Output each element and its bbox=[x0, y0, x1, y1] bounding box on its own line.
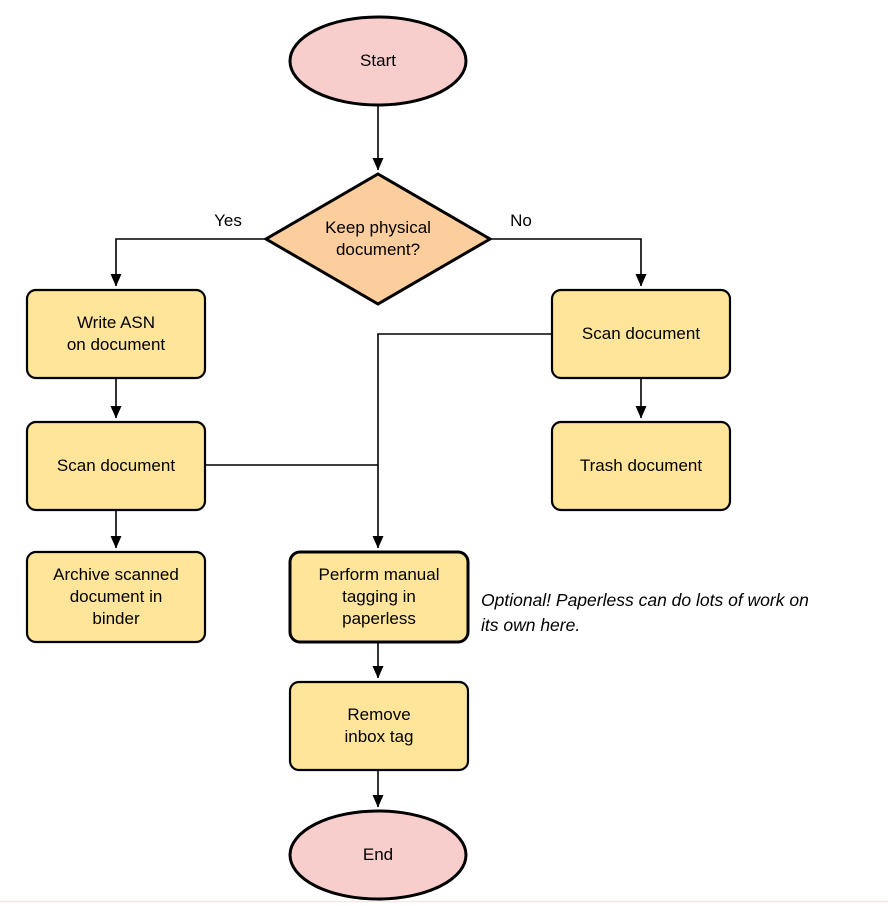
edge-yes-branch bbox=[110, 238, 266, 287]
no-edge-label: No bbox=[510, 211, 532, 230]
end-node-shape bbox=[288, 809, 468, 901]
decision-node-shape bbox=[263, 172, 493, 306]
archive-node-shape bbox=[25, 550, 207, 644]
scan-left-node-shape bbox=[25, 420, 207, 512]
edge-no-branch bbox=[490, 238, 647, 287]
remove-inbox-node-shape bbox=[288, 680, 470, 772]
write-asn-node-shape bbox=[25, 288, 207, 380]
optional-note: Optional! Paperless can do lots of work … bbox=[481, 590, 809, 635]
yes-edge-label: Yes bbox=[214, 211, 242, 230]
start-node-shape bbox=[288, 15, 468, 107]
trash-node-shape bbox=[550, 420, 732, 512]
edge-scanright-to-tagging bbox=[372, 333, 552, 549]
tagging-node-shape bbox=[288, 550, 470, 644]
scan-right-node-shape bbox=[550, 288, 732, 380]
